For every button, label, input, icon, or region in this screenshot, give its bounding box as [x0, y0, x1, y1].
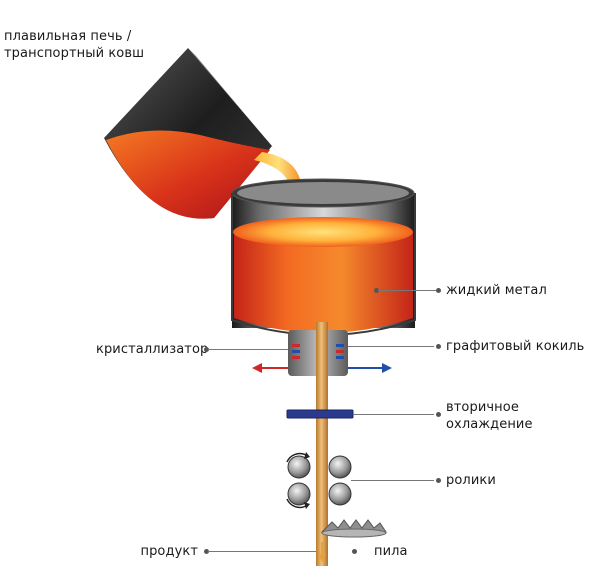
label-graphite-mold: графитовый кокиль: [446, 339, 585, 354]
label-liquid-metal: жидкий метал: [446, 283, 547, 298]
label-crystallizer: кристаллизатор: [96, 342, 209, 357]
pointer-dot-secondary-cooling: [436, 412, 441, 417]
leader-crystallizer: [208, 349, 288, 350]
cold-flow-arrow-icon: [348, 363, 392, 373]
product-rod: [316, 322, 328, 566]
leader-liquid-metal: [378, 290, 438, 291]
roller-icon: [286, 452, 352, 509]
crucible-icon: [231, 178, 416, 336]
pointer-dot-liquid-metal: [374, 288, 379, 293]
hot-flow-arrow-icon: [252, 363, 288, 373]
leader-product: [208, 551, 316, 552]
leader-rollers: [351, 480, 434, 481]
leader-secondary-cooling: [353, 414, 434, 415]
label-secondary-cooling-line2: охлаждение: [446, 417, 533, 432]
label-furnace-line2: транспортный ковш: [4, 46, 145, 61]
pour-stream: [254, 152, 304, 238]
pointer-dot-saw: [352, 549, 357, 554]
label-saw: пила: [374, 544, 408, 559]
pointer-dot-rollers: [436, 478, 441, 483]
flow-arrow-icon: [318, 542, 326, 562]
pointer-dot-product: [204, 549, 209, 554]
pointer-dot-crystallizer: [204, 347, 209, 352]
label-furnace-line1: плавильная печь /: [4, 29, 132, 44]
label-product: продукт: [140, 544, 198, 559]
pointer-dot-graphite-mold: [436, 344, 441, 349]
pointer-dot-liquid-metal-label: [436, 288, 441, 293]
saw-blade-icon: [320, 519, 387, 538]
ladle-icon: [104, 48, 282, 219]
label-secondary-cooling-line1: вторичное: [446, 400, 519, 415]
leader-graphite-mold: [348, 346, 434, 347]
cooling-plate-icon: [286, 409, 354, 419]
label-rollers: ролики: [446, 473, 496, 488]
